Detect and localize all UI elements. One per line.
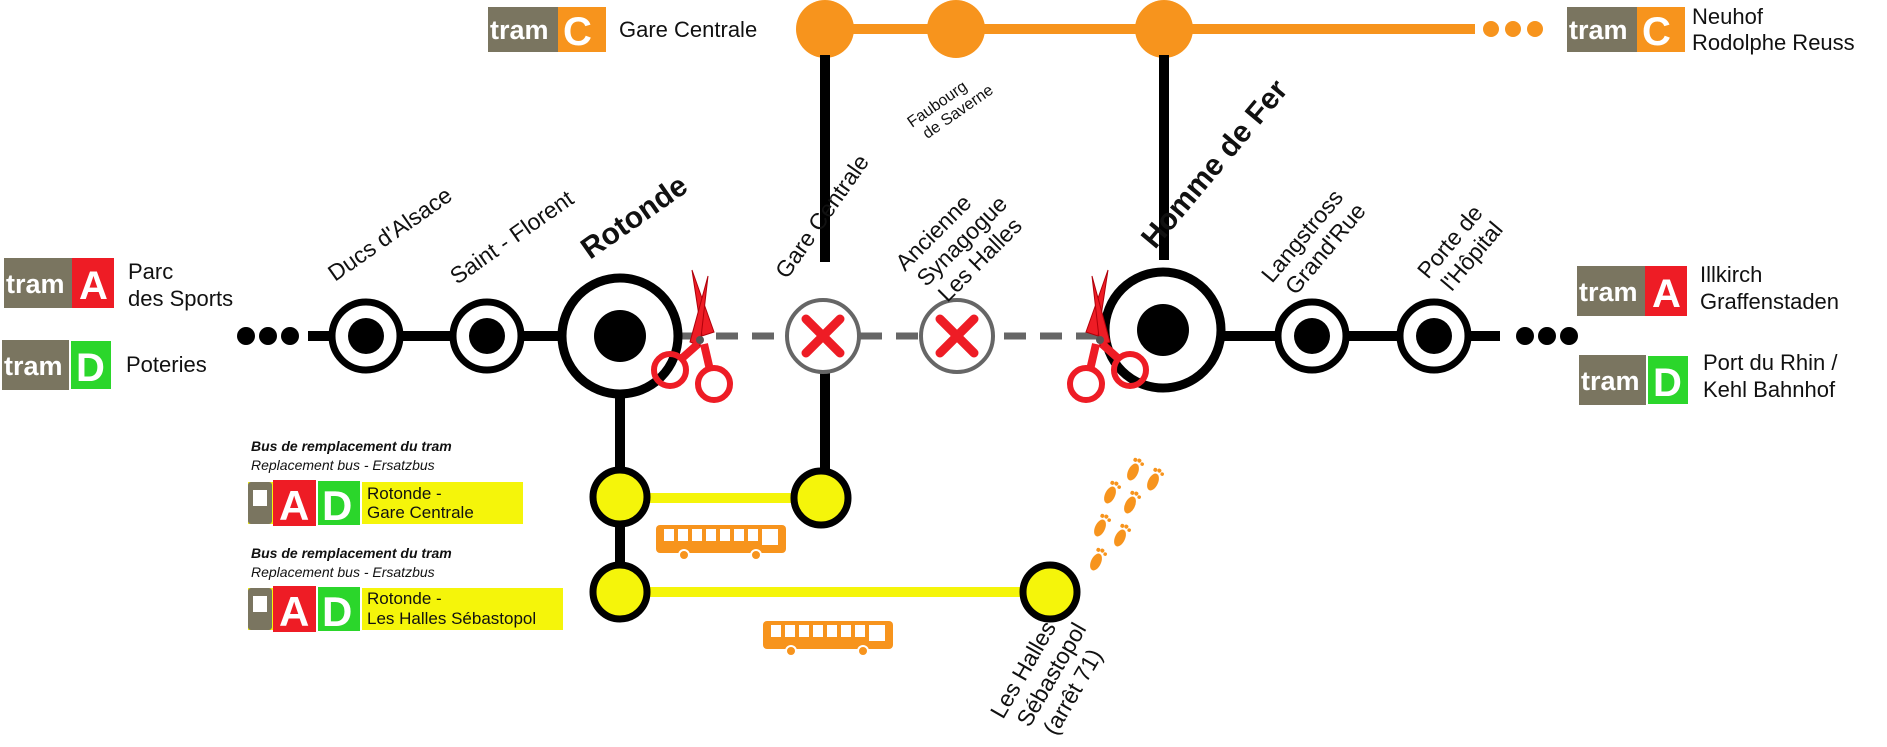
svg-text:Bus de remplacement du tram: Bus de remplacement du tram (251, 438, 452, 454)
station-rotonde (557, 273, 683, 399)
svg-text:D: D (322, 482, 352, 529)
svg-text:tram: tram (490, 15, 549, 45)
station-ducs-alsace (328, 298, 404, 374)
svg-text:Rotonde -: Rotonde - (367, 484, 442, 503)
tram-d-east-terminus-line2: Kehl Bahnhof (1703, 377, 1836, 402)
svg-text:D: D (1653, 361, 1682, 405)
stop-faubourg-label: Faubourg de Saverne (905, 78, 997, 143)
svg-text:Les Halles Sébastopol: Les Halles Sébastopol (367, 609, 536, 628)
label-porte-hopital: Porte de l'Hôpital (1412, 200, 1508, 295)
svg-text:A: A (279, 482, 309, 529)
tram-c-west-badge: tram C (488, 7, 606, 54)
tram-ad-line (237, 327, 1578, 345)
label-halles-sebastopol: Les Halles Sébastopol (arrêt 71) (985, 616, 1108, 739)
tram-d-east-badge: tram D (1579, 354, 1690, 406)
svg-text:Gare Centrale: Gare Centrale (367, 503, 474, 522)
tram-a-east-terminus-line2: Graffenstaden (1700, 289, 1839, 314)
replacement-bus-panel-2: Bus de remplacement du tram Replacement … (248, 545, 563, 635)
tram-c-terminus-west: Gare Centrale (619, 17, 757, 42)
tram-c-stop-faubourg (927, 0, 985, 58)
tram-a-east-badge: tram A (1577, 266, 1687, 316)
station-langstross (1274, 298, 1350, 374)
label-homme-de-fer: Homme de Fer (1135, 73, 1294, 254)
svg-text:Replacement bus - Ersatzbus: Replacement bus - Ersatzbus (251, 564, 435, 580)
svg-text:A: A (1652, 272, 1681, 316)
closed-x-icon (801, 314, 845, 358)
bus-icon (762, 620, 894, 657)
label-ancienne-synagogue: Ancienne Synagogue Les Halles (890, 189, 1027, 306)
svg-text:Rotonde -: Rotonde - (367, 589, 442, 608)
label-rotonde: Rotonde (575, 169, 694, 266)
tram-a-west-terminus-line1: Parc (128, 259, 173, 284)
tram-c-terminus-east-line1: Neuhof (1692, 4, 1764, 29)
footsteps-icon (1087, 456, 1166, 574)
bus-stop-rotonde-2 (589, 561, 651, 623)
station-porte-hopital (1396, 298, 1472, 374)
tram-d-east-terminus-line1: Port du Rhin / (1703, 350, 1838, 375)
svg-text:tram: tram (1579, 277, 1638, 307)
bus-stop-gare-centrale (790, 467, 852, 529)
tram-c-terminus-east-line2: Rodolphe Reuss (1692, 30, 1855, 55)
tram-a-west-badge: tram A (4, 258, 114, 308)
replacement-bus-panel-1: Bus de remplacement du tram Replacement … (248, 438, 523, 529)
tram-c-line (796, 0, 1543, 58)
tram-c-east-badge: tram C (1567, 7, 1685, 54)
svg-text:tram: tram (1581, 366, 1640, 396)
bus-stop-rotonde-1 (589, 466, 651, 528)
tram-d-west-terminus: Poteries (126, 352, 207, 377)
svg-text:D: D (76, 346, 105, 390)
tram-c-stop-homme-de-fer (1135, 0, 1193, 58)
station-gare-centrale-closed (785, 298, 861, 374)
station-homme-de-fer (1100, 267, 1226, 393)
tram-d-west-badge: tram D (2, 339, 113, 391)
svg-text:tram: tram (6, 269, 65, 299)
bus-stop-halles-sebastopol (1019, 561, 1081, 623)
closed-x-icon (935, 314, 979, 358)
tram-a-west-terminus-line2: des Sports (128, 286, 233, 311)
svg-text:D: D (322, 588, 352, 635)
svg-text:A: A (279, 588, 309, 635)
svg-text:Bus de remplacement du tram: Bus de remplacement du tram (251, 545, 452, 561)
label-saint-florent: Saint - Florent (445, 185, 579, 289)
bus-icon (655, 524, 787, 561)
tram-c-stop-gare-centrale (796, 0, 854, 58)
svg-text:Replacement bus - Ersatzbus: Replacement bus - Ersatzbus (251, 457, 435, 473)
station-saint-florent (449, 298, 525, 374)
svg-text:tram: tram (1569, 15, 1628, 45)
label-ducs-alsace: Ducs d'Alsace (323, 182, 457, 286)
tram-a-east-terminus-line1: Illkirch (1700, 262, 1762, 287)
svg-text:C: C (1642, 10, 1671, 54)
label-langstross: Langstross Grand'Rue (1256, 184, 1371, 299)
svg-text:C: C (563, 10, 592, 54)
station-ancienne-synagogue-closed (919, 298, 995, 374)
svg-text:tram: tram (4, 351, 63, 381)
svg-text:A: A (79, 264, 108, 308)
